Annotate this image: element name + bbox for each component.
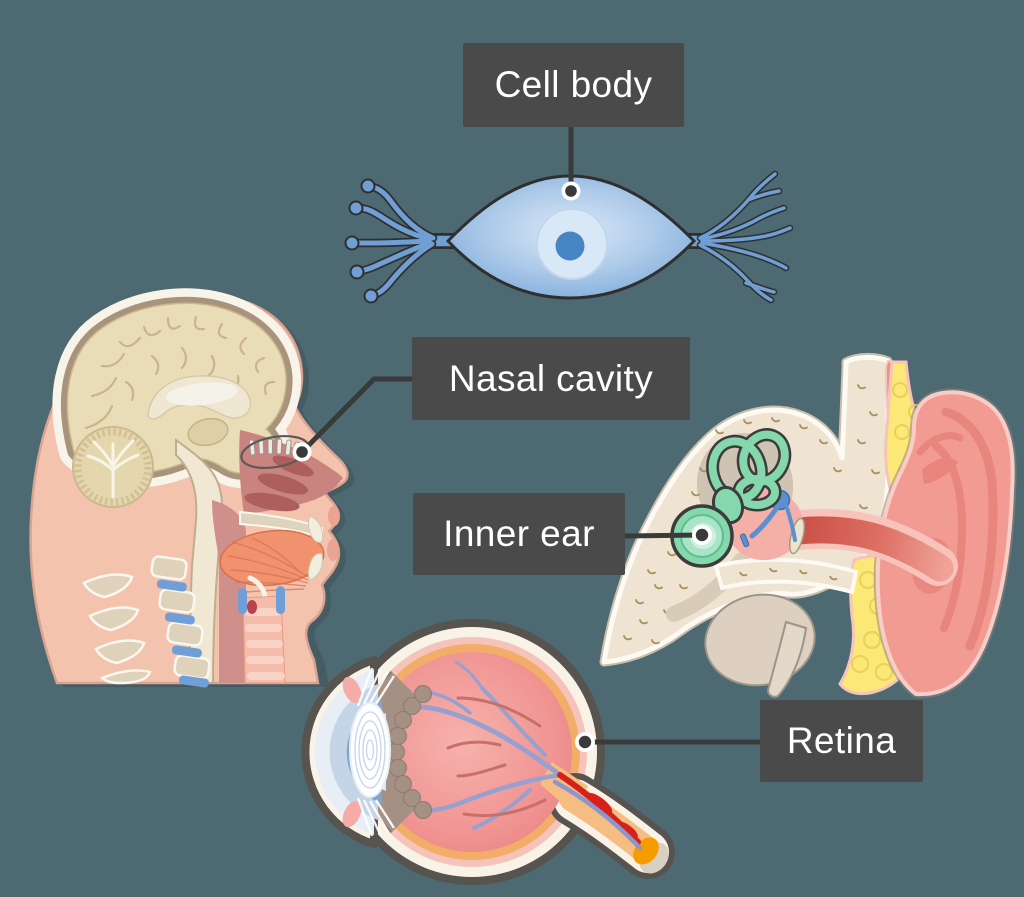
ossicles bbox=[740, 489, 797, 548]
brain-sulci bbox=[84, 315, 276, 430]
nasal-cavity-marker bbox=[292, 442, 312, 462]
thyroid-cartilage bbox=[238, 588, 247, 614]
vocal-fold bbox=[247, 600, 257, 614]
cell-body-marker bbox=[561, 181, 581, 201]
upper-incisor bbox=[308, 515, 323, 543]
triangular-fossa bbox=[922, 457, 958, 484]
optic-nerve bbox=[548, 773, 675, 879]
lens bbox=[349, 702, 391, 798]
lateral-ventricle bbox=[166, 382, 238, 406]
retina-marker bbox=[575, 732, 595, 752]
head-sagittal-section-illustration bbox=[29, 288, 355, 688]
vertebral-column bbox=[82, 555, 211, 688]
trachea-rings bbox=[245, 608, 285, 680]
brainstem-spinal-cord bbox=[175, 438, 224, 684]
nasal-conchae bbox=[244, 455, 314, 512]
canal-floor-speckles bbox=[739, 567, 838, 581]
styloid-process bbox=[766, 620, 808, 698]
retina-label-text: Retina bbox=[786, 720, 897, 761]
upper-lip bbox=[328, 506, 340, 526]
inner-ear-label-text: Inner ear bbox=[443, 513, 595, 554]
cricoid-cartilage bbox=[276, 586, 285, 614]
inner-ear-leader-line bbox=[624, 532, 701, 539]
nucleolus bbox=[555, 231, 585, 261]
cell-body-label-text: Cell body bbox=[494, 64, 653, 105]
mouth-region bbox=[219, 506, 340, 607]
larynx-trachea bbox=[238, 586, 286, 684]
nasal-cavity-region bbox=[239, 430, 343, 514]
optic-vessels bbox=[552, 772, 643, 851]
lower-lip bbox=[327, 539, 339, 561]
leader-lines bbox=[301, 125, 760, 745]
nasal-cavity-leader-line bbox=[301, 376, 412, 453]
right-terminal-branches bbox=[696, 170, 794, 304]
semicircular-canal-3 bbox=[735, 475, 779, 509]
left-dendrites bbox=[344, 178, 438, 304]
iris-lower bbox=[342, 800, 362, 828]
retina-label: Retina bbox=[760, 700, 923, 782]
nasal-cavity-label-text: Nasal cavity bbox=[448, 357, 654, 399]
retinal-vessels-red bbox=[446, 696, 547, 818]
iris-upper bbox=[342, 676, 362, 704]
tongue-striations bbox=[227, 537, 309, 593]
eye-cross-section-illustration bbox=[301, 619, 675, 885]
dendrite-bulbs bbox=[344, 178, 379, 304]
lower-incisor bbox=[308, 553, 323, 581]
zonule-fibers bbox=[356, 667, 396, 837]
spinous-processes bbox=[82, 573, 152, 685]
markers bbox=[292, 181, 712, 752]
nasal-cavity-label: Nasal cavity bbox=[412, 337, 690, 420]
ear-cross-section-illustration bbox=[599, 352, 1017, 699]
intervertebral-discs bbox=[156, 579, 209, 688]
thalamus bbox=[187, 417, 229, 447]
inner-ear-marker bbox=[692, 525, 712, 545]
inner-ear-label: Inner ear bbox=[413, 493, 625, 575]
ear-canal bbox=[780, 508, 958, 586]
cerebellum bbox=[72, 426, 154, 508]
eardrum bbox=[788, 517, 806, 555]
bipolar-neuron-illustration bbox=[344, 170, 794, 304]
cell-body-label: Cell body bbox=[463, 43, 684, 127]
